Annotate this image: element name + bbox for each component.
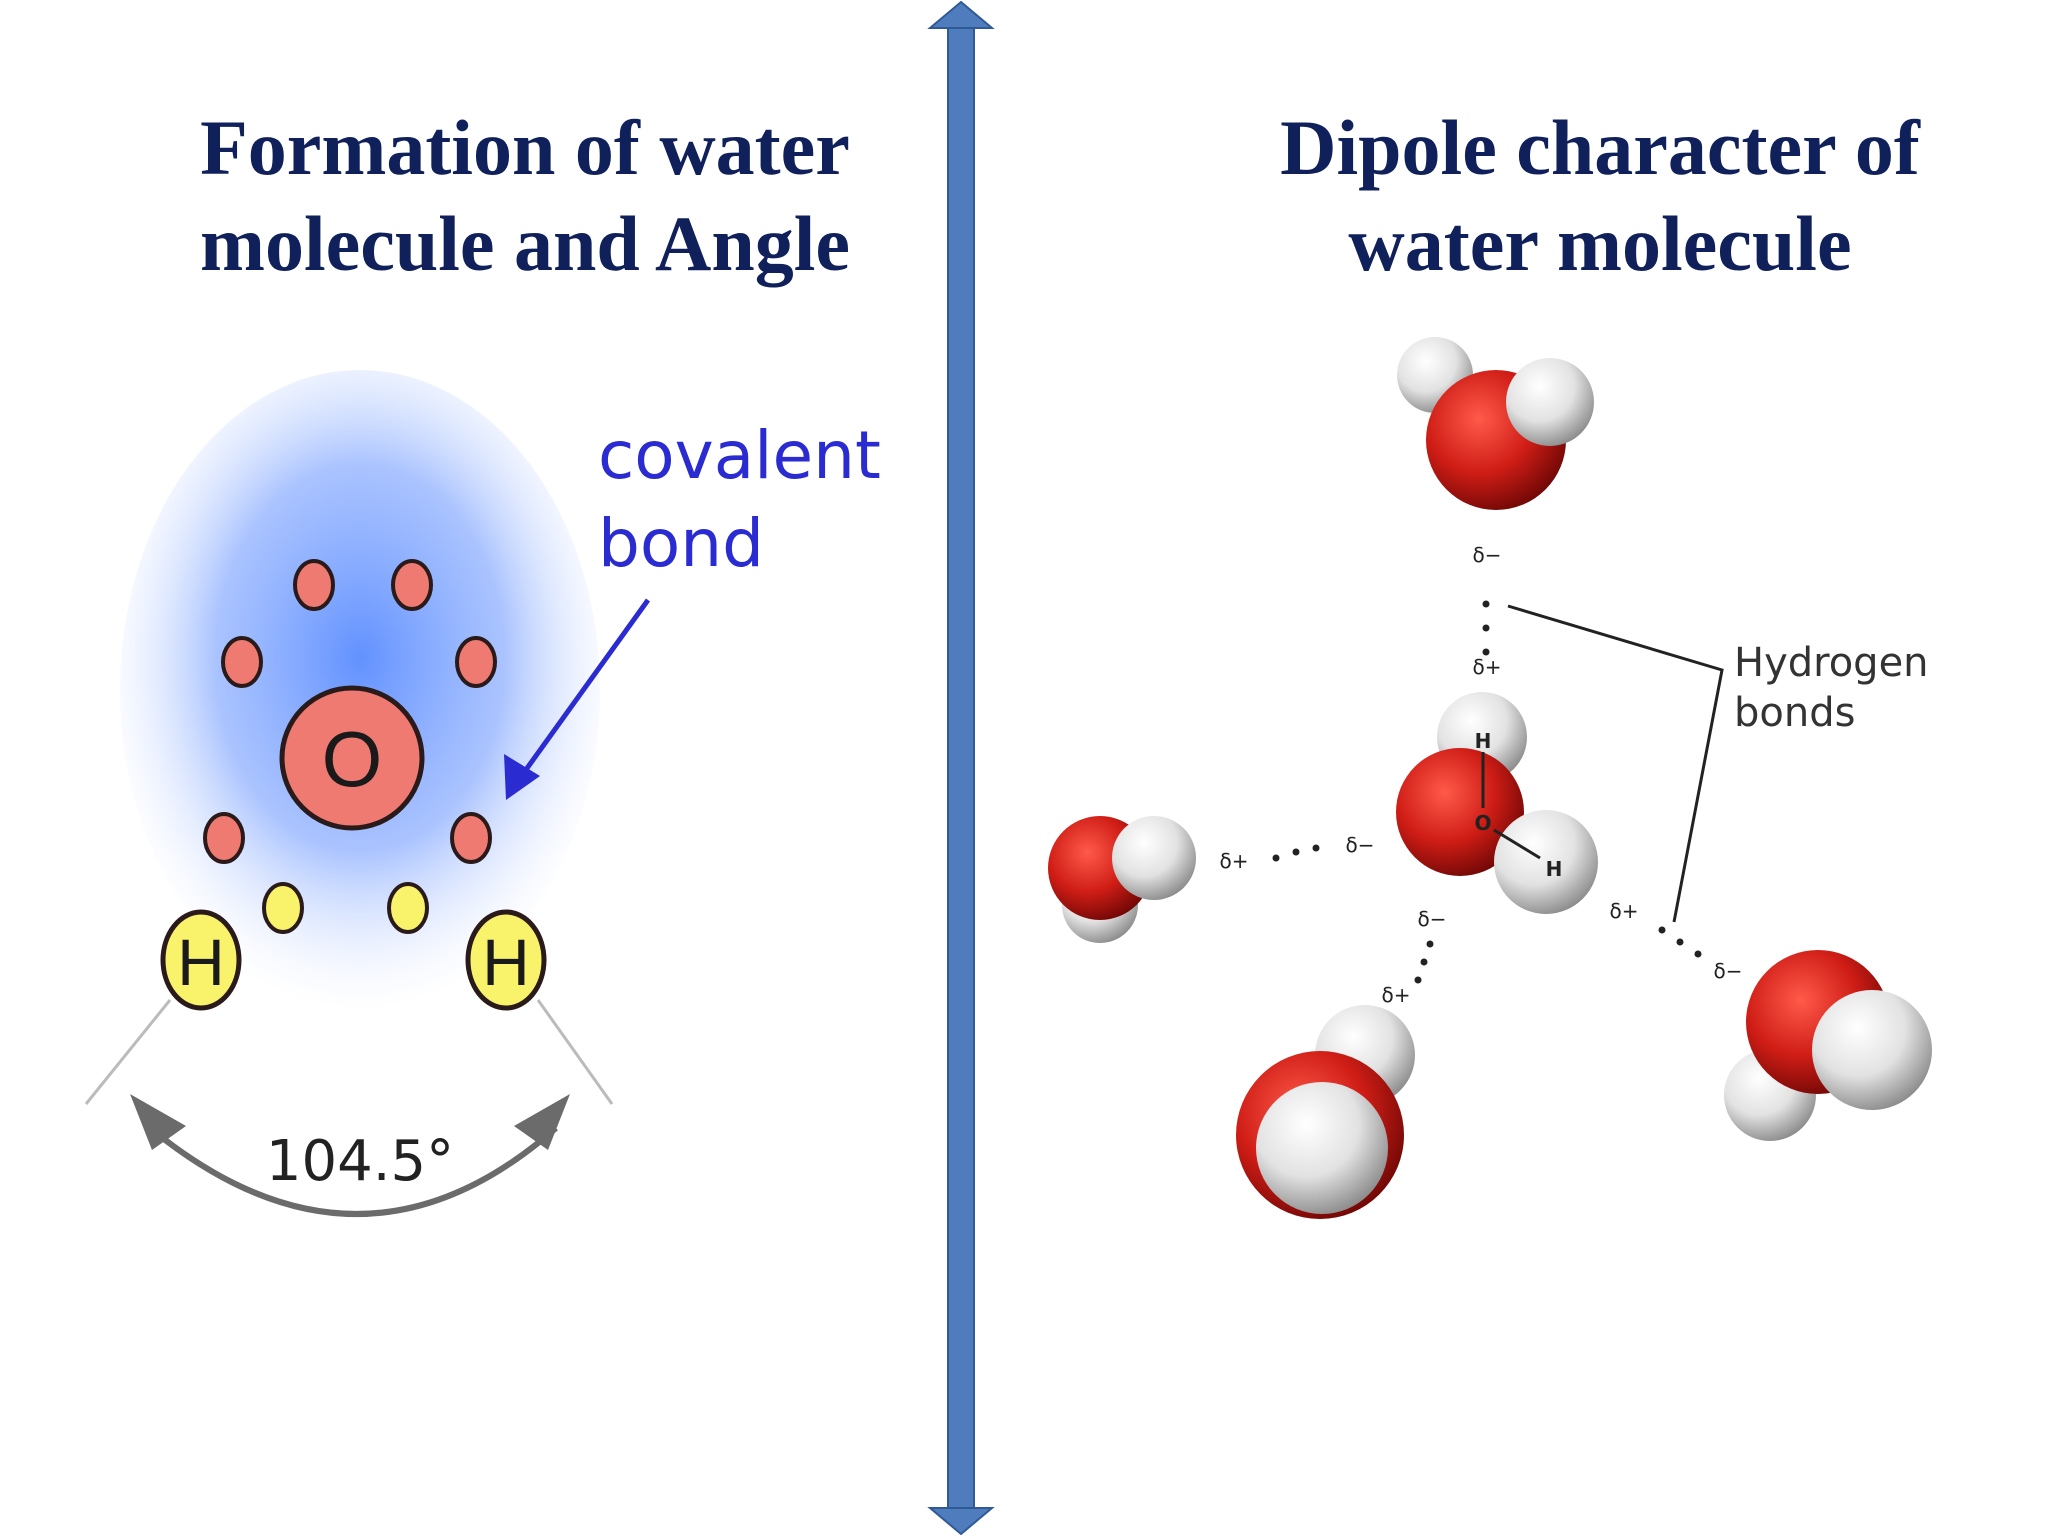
right-title-line-2: water molecule xyxy=(1348,200,1852,287)
partial-charges: δ− δ+ δ+ δ− δ− δ+ δ+ δ− xyxy=(1220,543,1743,1007)
center-h-right-label: H xyxy=(1546,857,1563,881)
electron xyxy=(221,636,263,688)
covalent-arrow-head xyxy=(504,754,540,800)
water-molecule-right xyxy=(1724,950,1932,1141)
charge-bottom-minus: δ− xyxy=(1418,907,1447,931)
hydrogen-atom-right: H xyxy=(465,909,547,1011)
bond-angle-indicator: 104.5° xyxy=(84,999,614,1217)
electron xyxy=(203,812,245,864)
electron xyxy=(293,559,335,611)
charge-right-plus: δ+ xyxy=(1610,899,1639,923)
water-molecule-center: H O H xyxy=(1396,692,1598,914)
center-o-label: O xyxy=(1474,811,1491,835)
hydrogen-symbol: H xyxy=(482,925,530,999)
hydrogen-bonds-annotation: Hydrogen bonds xyxy=(1507,604,1929,923)
electron xyxy=(455,636,497,688)
left-title-line-1: Formation of water xyxy=(200,104,850,191)
water-molecule-top xyxy=(1397,337,1594,510)
right-panel-title: Dipole character of water molecule xyxy=(1220,100,1980,292)
oxygen-atom: O xyxy=(279,685,425,831)
divider-double-arrow xyxy=(927,0,995,1536)
left-title-line-2: molecule and Angle xyxy=(199,200,850,287)
covalent-label-line-1: covalent xyxy=(598,417,881,494)
charge-right-minus: δ− xyxy=(1714,959,1743,983)
electron xyxy=(391,559,433,611)
hydrogen-bonds-label-line-1: Hydrogen xyxy=(1734,640,1929,686)
electron xyxy=(387,882,429,934)
charge-left-minus: δ− xyxy=(1346,833,1375,857)
bond-angle-label: 104.5° xyxy=(266,1129,454,1194)
oxygen-electrons xyxy=(203,559,497,864)
charge-bottom-plus: δ+ xyxy=(1382,983,1411,1007)
water-molecule-bottom xyxy=(1236,1005,1415,1219)
hydrogen-bonds-label-line-2: bonds xyxy=(1734,690,1855,736)
electron xyxy=(450,812,492,864)
hydrogen-electrons xyxy=(262,882,429,934)
charge-top-plus: δ+ xyxy=(1473,655,1502,679)
electron xyxy=(262,882,304,934)
charge-top-minus: δ− xyxy=(1473,543,1502,567)
water-molecule-left xyxy=(1048,816,1196,943)
left-panel-title: Formation of water molecule and Angle xyxy=(150,100,900,292)
hydrogen-atom-left: H xyxy=(160,909,242,1011)
covalent-bond-annotation: covalent bond xyxy=(504,417,881,800)
center-h-top-label: H xyxy=(1475,729,1492,753)
charge-left-plus: δ+ xyxy=(1220,849,1249,873)
oxygen-symbol: O xyxy=(322,715,383,803)
hydrogen-symbol: H xyxy=(177,925,225,999)
covalent-arrow-shaft xyxy=(517,598,651,780)
covalent-label-line-2: bond xyxy=(598,505,764,582)
hydrogen-bond-dots xyxy=(1272,600,1702,984)
right-title-line-1: Dipole character of xyxy=(1280,104,1920,191)
